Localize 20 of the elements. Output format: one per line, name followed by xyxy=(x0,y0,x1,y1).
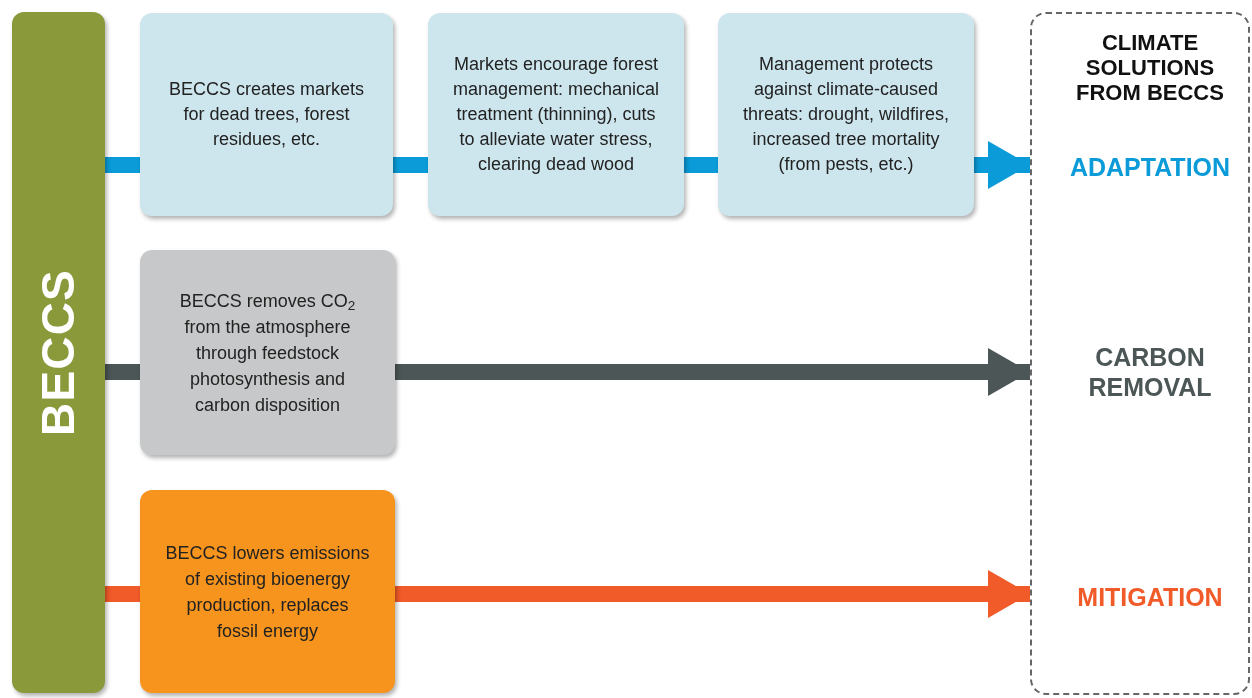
connector-arrow xyxy=(395,348,1030,396)
bar-title: BECCS xyxy=(31,269,85,436)
box-text: Management protects against climate-caused threats: drought, wildfires, increased tree mortality (from pests, etc.) xyxy=(741,53,951,176)
connector-arrow xyxy=(974,141,1030,189)
process-box xyxy=(428,13,684,216)
box-text: BECCS creates markets for dead trees, forest residues, etc. xyxy=(167,78,366,151)
outcome-label: ADAPTATION xyxy=(1069,152,1231,182)
side-bar xyxy=(12,12,105,693)
process-box xyxy=(140,250,395,455)
dashed-frame xyxy=(1030,12,1250,695)
process-box xyxy=(718,13,974,216)
box-text: Markets encourage forest management: mechanical treatment (thinning), cuts to alleviate water stress, clearing dead wood xyxy=(451,53,661,176)
process-box xyxy=(140,490,395,693)
process-box xyxy=(140,13,393,216)
box-text: BECCS lowers emissions of existing bioenergy production, replaces fossil energy xyxy=(164,541,371,643)
box-text: BECCS removes CO$_{2}$ from the atmosphere through feedstock photosynthesis and carbon disposition xyxy=(178,289,357,417)
outcome-label: CARBON REMOVAL xyxy=(1087,342,1213,402)
connector-arrow xyxy=(395,570,1030,618)
outcome-label: MITIGATION xyxy=(1077,582,1223,612)
frame-title: CLIMATE SOLUTIONS FROM BECCS xyxy=(1075,30,1225,105)
